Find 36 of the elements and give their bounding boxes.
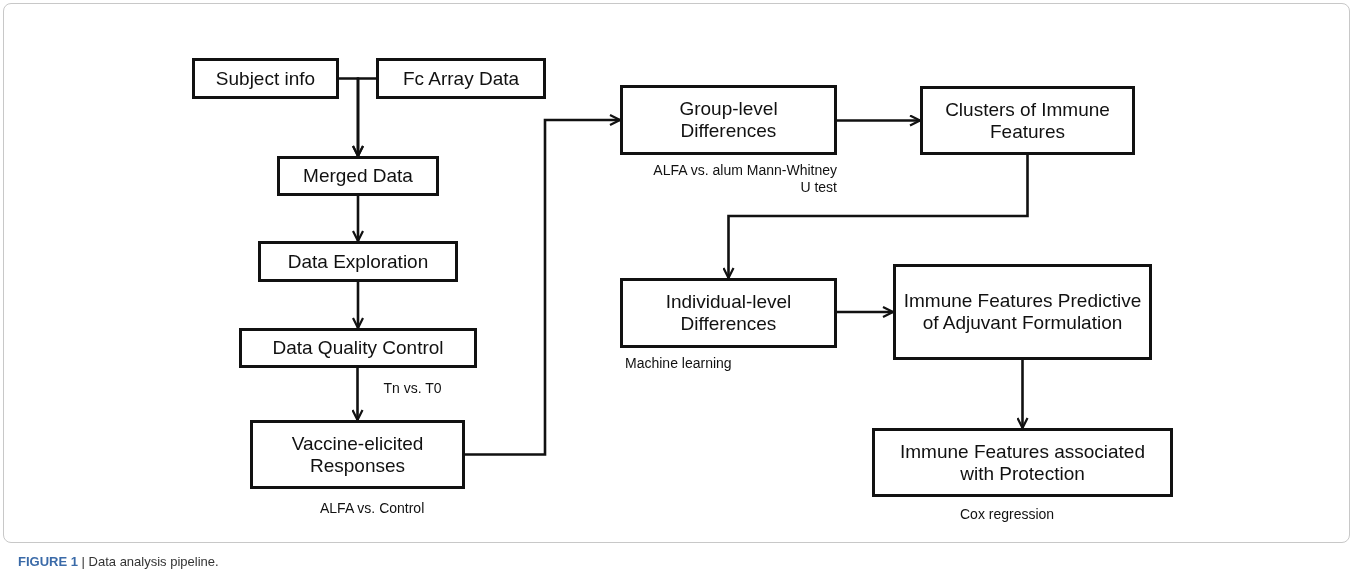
arrow xyxy=(351,196,365,243)
box-text: Fc Array Data xyxy=(402,67,520,90)
box-text: Subject info xyxy=(215,67,316,90)
arrow xyxy=(1016,360,1029,430)
box-text: Clusters of Immune Features xyxy=(944,98,1111,143)
box-text: Group-level Differences xyxy=(678,98,779,142)
annotation-text: ALFA vs. alum Mann-Whitney U test xyxy=(652,162,837,196)
process-box xyxy=(376,58,546,99)
process-box xyxy=(258,241,458,282)
process-box xyxy=(893,264,1152,360)
box-text: Vaccine-elicited Responses xyxy=(290,432,425,477)
arrow xyxy=(722,155,1029,280)
box-text: Individual-level Differences xyxy=(664,291,793,335)
process-box xyxy=(620,278,837,348)
process-box xyxy=(250,420,465,489)
figure-caption: FIGURE 1 | Data analysis pipeline. xyxy=(18,554,219,569)
arrow xyxy=(465,113,622,456)
process-box xyxy=(920,86,1135,155)
process-box xyxy=(239,328,477,368)
process-box xyxy=(872,428,1173,497)
process-box xyxy=(620,85,837,155)
box-text: Immune Features Predictive of Adjuvant Formulation xyxy=(902,290,1143,334)
arrow xyxy=(837,114,922,127)
box-text: Immune Features associated with Protection xyxy=(899,440,1146,485)
box-text: Data Quality Control xyxy=(272,337,444,359)
box-text: Merged Data xyxy=(303,165,413,187)
annotation-text: Machine learning xyxy=(625,355,732,372)
annotation-text: Cox regression xyxy=(960,506,1055,523)
annotation-text: ALFA vs. Control xyxy=(320,500,425,517)
arrow xyxy=(351,368,364,422)
process-box xyxy=(192,58,339,99)
arrow xyxy=(351,77,376,158)
arrow xyxy=(351,282,365,330)
process-box xyxy=(277,156,439,196)
arrow xyxy=(837,305,895,319)
box-text: Data Exploration xyxy=(287,250,429,273)
